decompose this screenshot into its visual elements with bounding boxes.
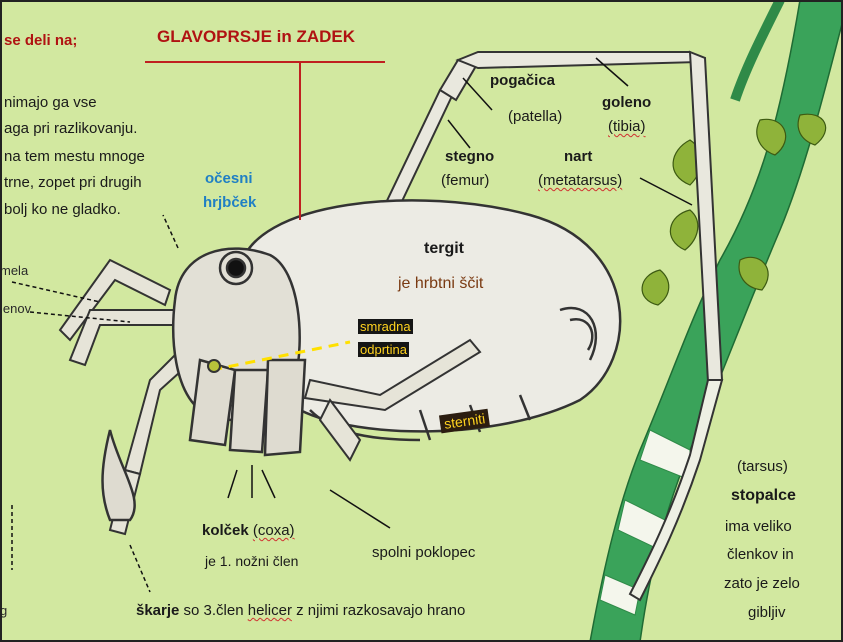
left-text-line-3: na tem mestu mnoge	[4, 148, 145, 166]
label-odprtina: odprtina	[358, 341, 409, 359]
label-skarje-row: škarje so 3.člen helicer z njimi razkosa…	[136, 602, 465, 620]
stopalce-line-1: ima veliko	[725, 518, 792, 536]
label-femur: (femur)	[441, 172, 489, 190]
skarje-desc-1: so 3.člen	[179, 602, 247, 619]
label-nart: nart	[564, 148, 592, 166]
stink-gland-opening	[208, 360, 220, 372]
skarje-desc-2: z njimi razkosavajo hrano	[292, 602, 465, 619]
label-patella: (patella)	[508, 108, 562, 126]
label-kolcek-desc: je 1. nožni člen	[205, 552, 298, 570]
left-text-line-5: bolj ko ne gladko.	[4, 201, 121, 219]
label-pogacica: pogačica	[490, 72, 555, 90]
stopalce-line-3: zato je zelo	[724, 575, 800, 593]
label-ocesni: očesni	[205, 170, 253, 188]
title-lines	[145, 62, 385, 220]
label-lenov: lenov	[0, 300, 31, 318]
label-tergit-desc: je hrbtni ščit	[398, 275, 483, 293]
stopalce-line-2: členkov in	[727, 546, 794, 564]
label-skarje: škarje	[136, 602, 179, 619]
label-smradna: smradna	[358, 318, 413, 336]
label-tergit: tergit	[424, 240, 464, 258]
main-title: GLAVOPRSJE in ZADEK	[157, 28, 355, 46]
stopalce-line-4: gibljiv	[748, 604, 786, 622]
label-g: g	[0, 602, 7, 620]
label-coxa: (coxa)	[253, 522, 295, 539]
label-spolni-poklopec: spolni poklopec	[372, 544, 475, 562]
label-hribcek: hrjbček	[203, 194, 256, 212]
left-text-line-1: nimajo ga vse	[4, 94, 97, 112]
label-stegno: stegno	[445, 148, 494, 166]
label-stopalce: stopalce	[731, 487, 796, 505]
odprtina-text: odprtina	[358, 342, 409, 357]
label-metatarsus: (metatarsus)	[538, 172, 622, 190]
label-kolcek-row: kolček (coxa)	[202, 522, 295, 540]
label-goleno: goleno	[602, 94, 651, 112]
label-mela: mela	[0, 262, 28, 280]
label-helicer: helicer	[248, 602, 292, 619]
left-text-line-2: aga pri razlikovanju.	[4, 120, 137, 138]
label-tibia: (tibia)	[608, 118, 646, 136]
smradna-text: smradna	[358, 319, 413, 334]
label-kolcek: kolček	[202, 522, 249, 539]
left-text-line-4: trne, zopet pri drugih	[4, 174, 142, 192]
intro-heading: se deli na;	[4, 32, 77, 50]
label-tarsus: (tarsus)	[737, 458, 788, 476]
